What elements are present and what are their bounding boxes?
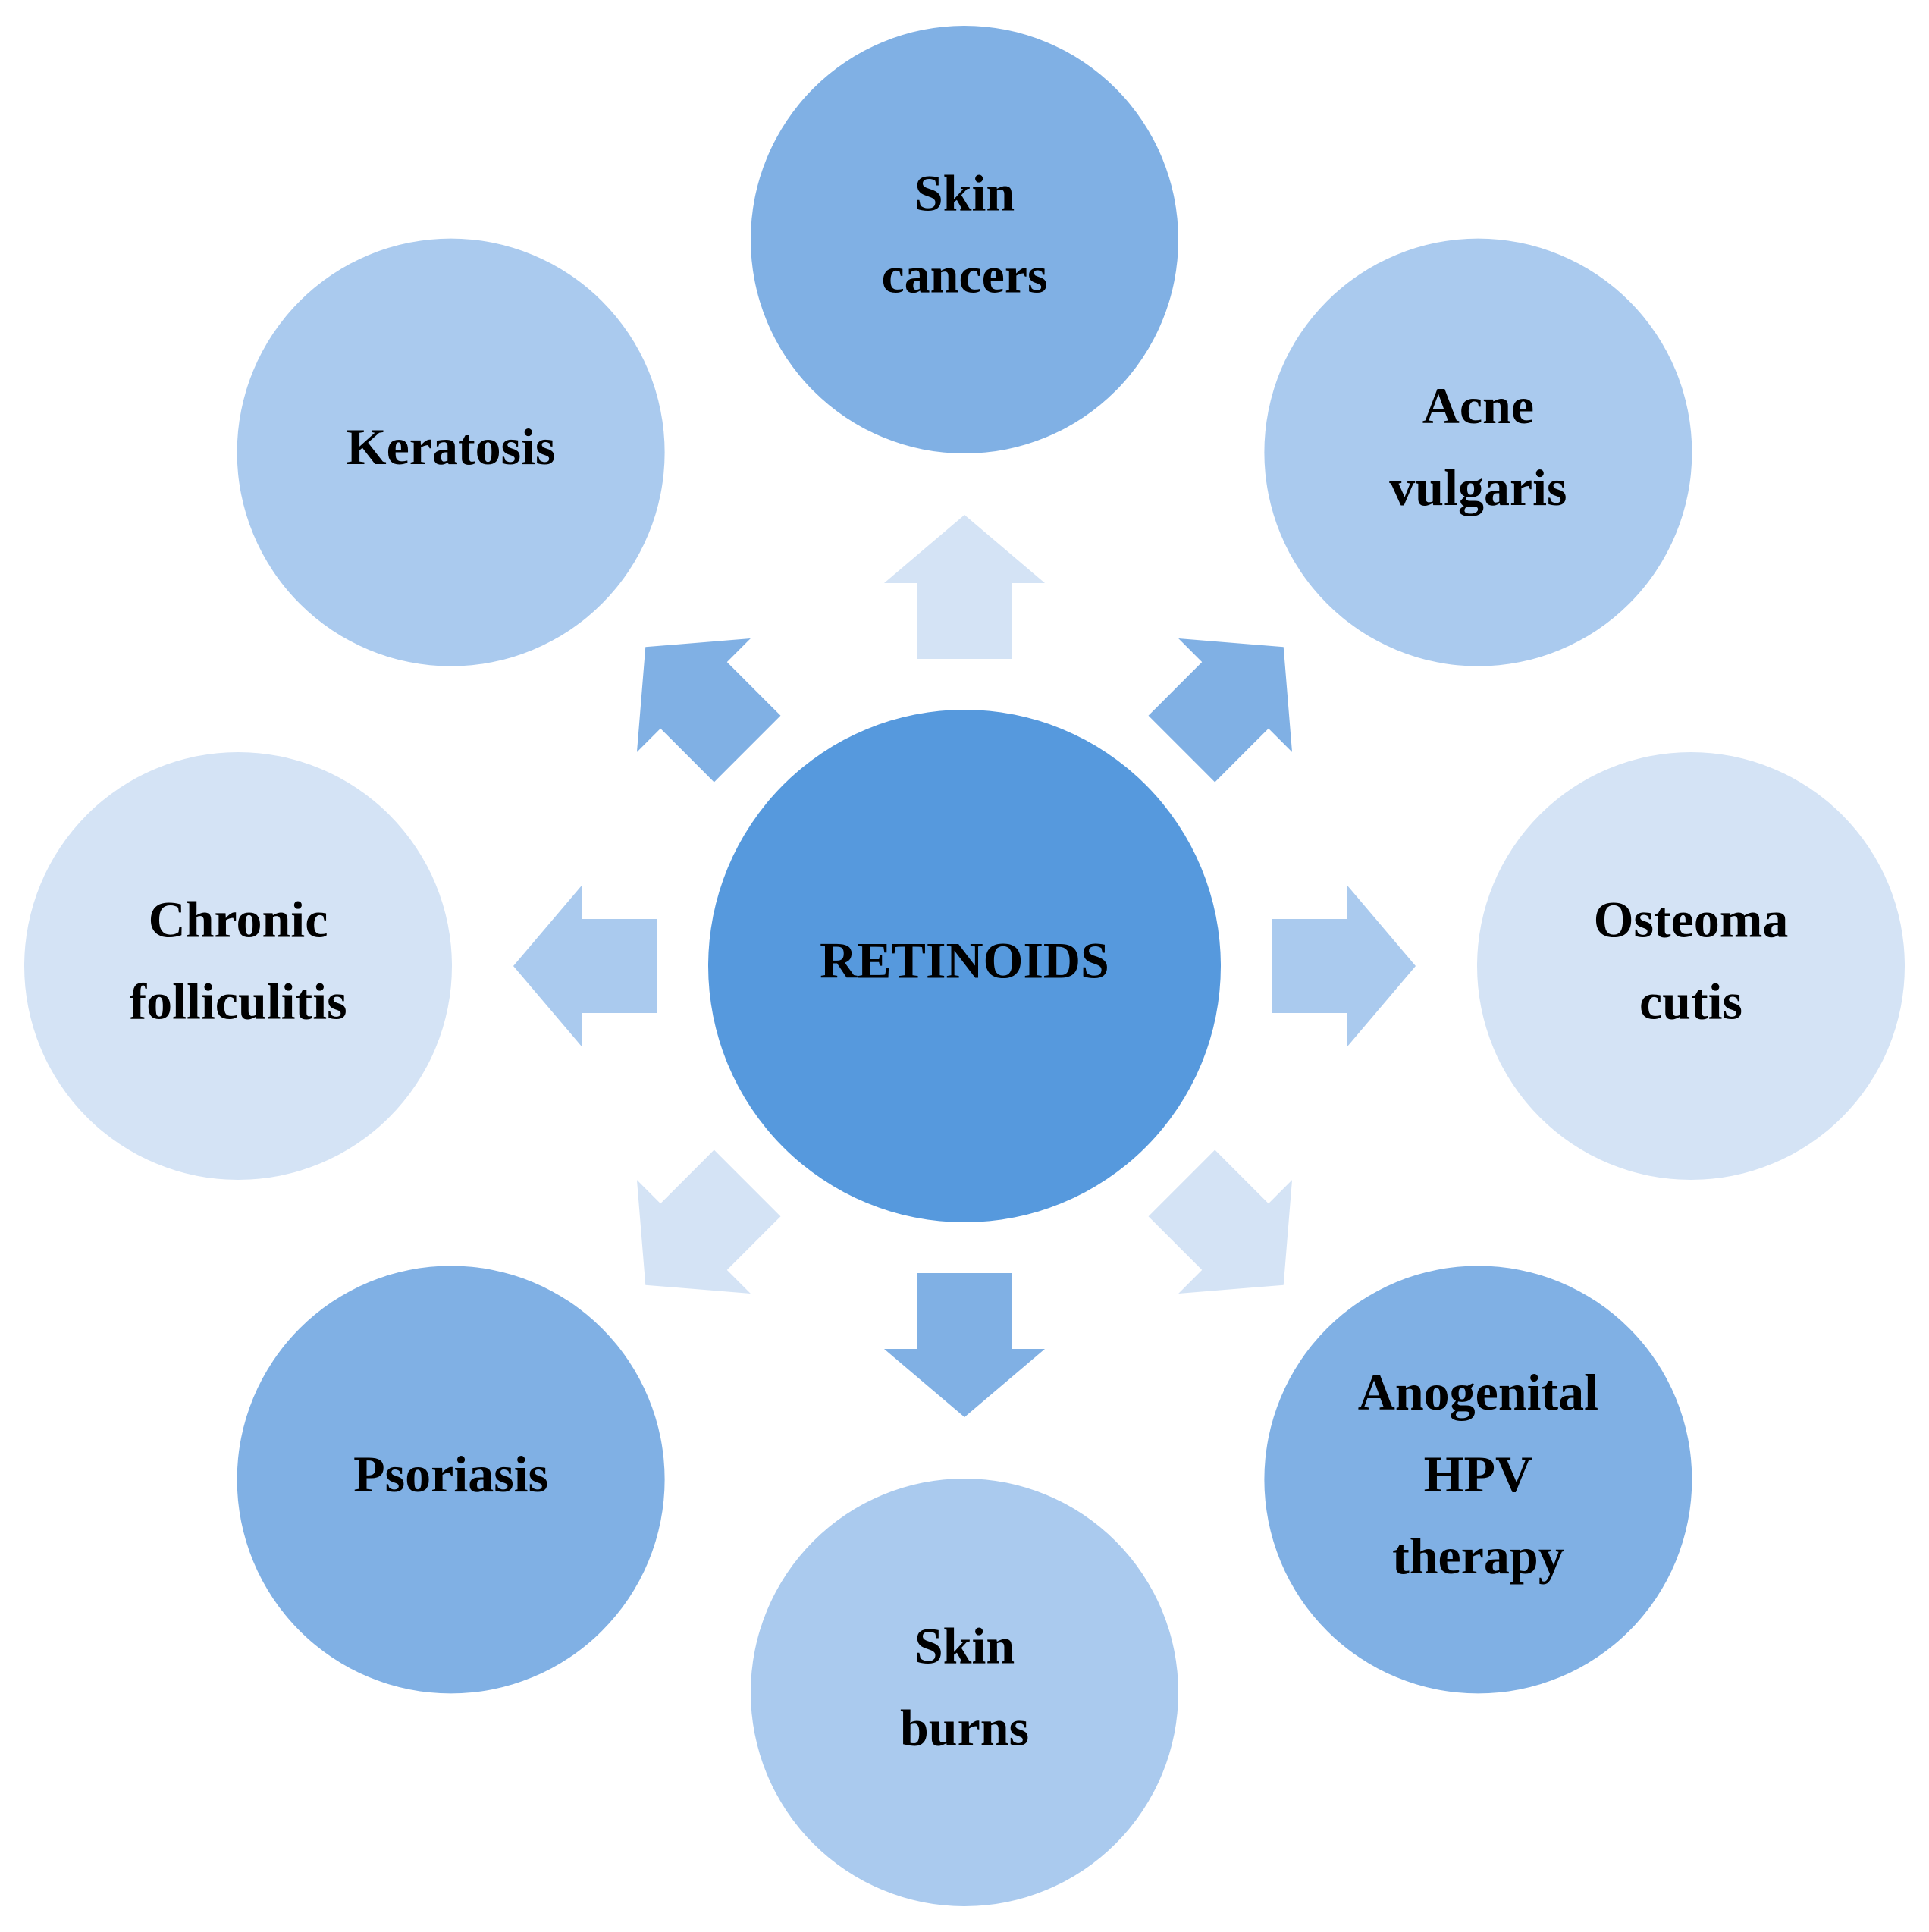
node-keratosis: Keratosis bbox=[237, 238, 665, 666]
node-osteoma-cutis: Osteoma cutis bbox=[1477, 752, 1905, 1180]
node-label-anogenital-hpv-therapy: HPV bbox=[1424, 1445, 1533, 1503]
node-label-osteoma-cutis: Osteoma bbox=[1594, 891, 1789, 949]
node-label-psoriasis: Psoriasis bbox=[353, 1445, 548, 1503]
arrow-psoriasis bbox=[636, 1149, 781, 1294]
arrow-chronic-folliculitis bbox=[513, 886, 657, 1046]
arrow-skin-burns bbox=[884, 1273, 1045, 1417]
node-circle-chronic-folliculitis bbox=[24, 752, 452, 1180]
node-circle-skin-cancers bbox=[751, 26, 1178, 453]
node-circle-psoriasis bbox=[237, 1266, 665, 1694]
arrow-acne-vulgaris bbox=[1148, 638, 1293, 783]
node-acne-vulgaris: Acne vulgaris bbox=[1264, 238, 1692, 666]
arrow-keratosis bbox=[636, 638, 781, 783]
node-label-acne-vulgaris: Acne bbox=[1422, 377, 1534, 434]
node-circle-osteoma-cutis bbox=[1477, 752, 1905, 1180]
node-label-skin-burns: Skin bbox=[914, 1617, 1015, 1675]
center-circle bbox=[708, 710, 1221, 1222]
node-skin-cancers: Skin cancers bbox=[751, 26, 1178, 453]
node-circle-skin-burns bbox=[751, 1479, 1178, 1906]
node-circle-acne-vulgaris bbox=[1264, 238, 1692, 666]
node-chronic-folliculitis: Chronic folliculitis bbox=[24, 752, 452, 1180]
node-label-anogenital-hpv-therapy: Anogenital bbox=[1358, 1363, 1598, 1421]
node-label-skin-cancers: Skin bbox=[914, 165, 1015, 222]
node-skin-burns: Skin burns bbox=[751, 1479, 1178, 1906]
node-circle-keratosis bbox=[237, 238, 665, 666]
node-label-chronic-folliculitis: Chronic bbox=[149, 891, 328, 949]
center-node: RETINOIDS bbox=[708, 710, 1221, 1222]
node-label-anogenital-hpv-therapy: therapy bbox=[1392, 1527, 1564, 1585]
node-circle-anogenital-hpv-therapy bbox=[1264, 1266, 1692, 1694]
node-label-chronic-folliculitis: folliculitis bbox=[129, 973, 347, 1030]
arrows-group bbox=[513, 515, 1416, 1417]
node-label-osteoma-cutis: cutis bbox=[1639, 973, 1742, 1030]
arrow-anogenital-hpv-therapy bbox=[1148, 1149, 1293, 1294]
node-label-skin-cancers: cancers bbox=[881, 246, 1047, 304]
arrow-osteoma-cutis bbox=[1272, 886, 1416, 1046]
node-label-acne-vulgaris: vulgaris bbox=[1389, 459, 1567, 516]
arrow-skin-cancers bbox=[884, 515, 1045, 659]
node-label-skin-burns: burns bbox=[900, 1699, 1029, 1757]
center-label: RETINOIDS bbox=[820, 932, 1109, 990]
node-label-keratosis: Keratosis bbox=[347, 418, 556, 475]
node-psoriasis: Psoriasis bbox=[237, 1266, 665, 1694]
